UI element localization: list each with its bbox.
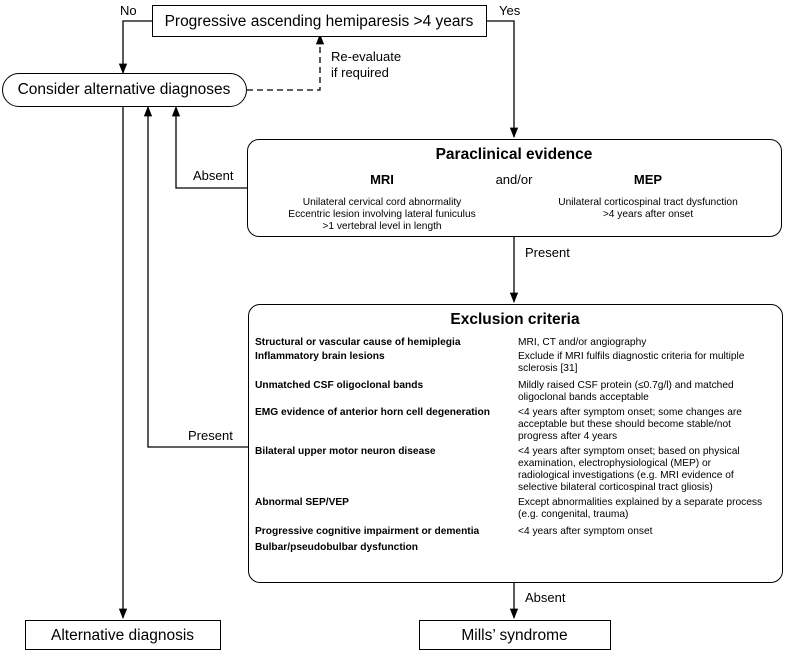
branch-yes-label: Yes: [499, 3, 521, 18]
mri-heading: MRI: [370, 172, 394, 187]
absent-label-1: Absent: [193, 168, 234, 183]
paraclinical-box: Paraclinical evidence MRI and/or MEP Uni…: [247, 139, 782, 237]
mri-line: Eccentric lesion involving lateral funic…: [288, 209, 476, 220]
criterion-label: Progressive cognitive impairment or deme…: [255, 526, 480, 537]
criterion-note: <4 years after symptom onset: [518, 526, 653, 537]
absent-label-2: Absent: [525, 590, 566, 605]
criterion-note: Exclude if MRI fulfils diagnostic criter…: [518, 351, 745, 362]
exclusion-box: Exclusion criteria Structural or vascula…: [248, 304, 783, 583]
present-arrow-2: [143, 105, 248, 448]
start-box: Progressive ascending hemiparesis >4 yea…: [152, 5, 487, 37]
yes-branch-arrow: [487, 20, 519, 139]
alternative-diagnosis-box: Alternative diagnosis: [25, 620, 221, 650]
criterion-note: <4 years after symptom onset; some chang…: [518, 407, 742, 418]
criterion-label: Bulbar/pseudobulbar dysfunction: [255, 542, 419, 553]
present-label-2: Present: [188, 428, 233, 443]
and-or-label: and/or: [495, 172, 533, 187]
exclusion-title: Exclusion criteria: [450, 311, 580, 328]
reevaluate-line-1: Re-evaluate: [331, 49, 402, 64]
mri-line: >1 vertebral level in length: [322, 221, 442, 232]
criterion-label: EMG evidence of anterior horn cell degen…: [255, 407, 490, 418]
criterion-label: Unmatched CSF oligoclonal bands: [255, 380, 424, 391]
mep-heading: MEP: [633, 172, 663, 187]
criterion-note: Mildly raised CSF protein (≤0.7g/l) and …: [518, 380, 734, 391]
reevaluate-arrow: [247, 33, 325, 91]
criterion-label: Bilateral upper motor neuron disease: [255, 446, 436, 457]
mri-line: Unilateral cervical cord abnormality: [302, 197, 462, 208]
mep-line: >4 years after onset: [602, 209, 694, 220]
criterion-note: (e.g. congenital, trauma): [518, 509, 629, 520]
no-branch-arrow: [118, 20, 152, 75]
absent-arrow-1: [171, 105, 247, 189]
mills-syndrome-label: Mills’ syndrome: [461, 627, 568, 644]
criterion-note: <4 years after symptom onset; based on p…: [518, 446, 740, 457]
criterion-label: Structural or vascular cause of hemipleg…: [255, 337, 461, 348]
criterion-label: Abnormal SEP/VEP: [255, 497, 349, 508]
criterion-note: oligoclonal bands acceptable: [518, 392, 649, 403]
mep-line: Unilateral corticospinal tract dysfuncti…: [558, 197, 738, 208]
criterion-label: Inflammatory brain lesions: [255, 351, 385, 362]
alternative-diagnosis-label: Alternative diagnosis: [50, 627, 195, 644]
present-label-1: Present: [525, 245, 570, 260]
criterion-note: MRI, CT and/or angiography: [518, 337, 647, 348]
mills-syndrome-box: Mills’ syndrome: [419, 620, 611, 650]
criterion-note: progress after 4 years: [518, 431, 618, 442]
consider-alternative-label: Consider alternative diagnoses: [17, 81, 231, 98]
branch-no-label: No: [120, 3, 137, 18]
criterion-note: sclerosis [31]: [518, 363, 578, 374]
criterion-note: Except abnormalities explained by a sepa…: [518, 497, 763, 508]
reevaluate-line-2: if required: [331, 65, 389, 80]
consider-alternative-box: Consider alternative diagnoses: [2, 73, 247, 107]
start-box-label: Progressive ascending hemiparesis >4 yea…: [164, 13, 474, 30]
paraclinical-title: Paraclinical evidence: [435, 146, 593, 163]
criterion-note: selective bilateral corticospinal tract …: [518, 482, 713, 493]
criterion-note: radiological investigations (e.g. MRI ev…: [518, 470, 734, 481]
criterion-note: acceptable but these should become stabl…: [518, 419, 731, 430]
criterion-note: examination, electrophysiological (MEP) …: [518, 458, 712, 469]
